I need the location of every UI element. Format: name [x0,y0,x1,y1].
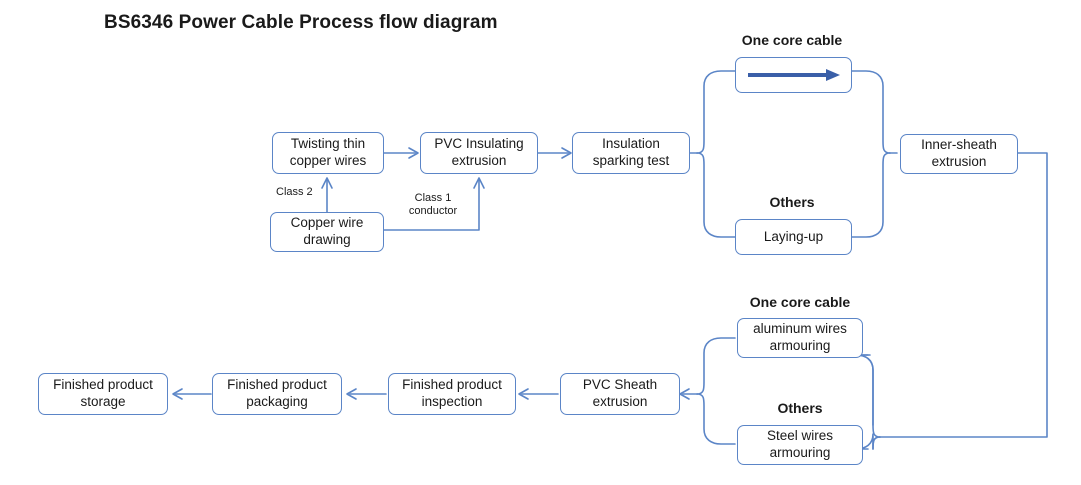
node-label: Copper wire drawing [290,215,364,247]
page-title: BS6346 Power Cable Process flow diagram [104,12,498,33]
group-label-others-bottom: Others [777,400,823,416]
node-label: Twisting thin copper wires [289,136,367,168]
node-label: Laying-up [763,228,824,244]
group-label-one-core-cable-top: One core cable [741,32,843,48]
node-finished-product-storage[interactable]: Finished product storage [38,373,168,415]
node-pvc-sheath-extrusion[interactable]: PVC Sheath extrusion [560,373,680,415]
node-aluminum-wires-armouring[interactable]: aluminum wires armouring [737,318,863,358]
node-label: Insulation sparking test [592,136,670,168]
node-steel-wires-armouring[interactable]: Steel wires armouring [737,425,863,465]
node-label: aluminum wires armouring [753,321,847,353]
node-twisting-thin-copper-wires[interactable]: Twisting thin copper wires [272,132,384,174]
node-insulation-sparking-test[interactable]: Insulation sparking test [572,132,690,174]
node-inner-sheath-extrusion[interactable]: Inner-sheath extrusion [900,134,1018,174]
group-label-others-top: Others [769,194,815,210]
node-label: PVC Sheath extrusion [582,377,658,409]
edge-label-class-2: Class 2 [276,186,313,198]
node-label: Steel wires armouring [766,428,834,460]
node-copper-wire-drawing[interactable]: Copper wire drawing [270,212,384,252]
node-label: Finished product inspection [402,377,502,409]
node-finished-product-packaging[interactable]: Finished product packaging [212,373,342,415]
node-laying-up[interactable]: Laying-up [735,219,852,255]
node-pvc-insulating-extrusion[interactable]: PVC Insulating extrusion [420,132,538,174]
group-label-one-core-cable-bottom: One core cable [749,294,851,310]
edge-label-class-1-conductor: Class 1 conductor [408,192,458,218]
node-finished-product-inspection[interactable]: Finished product inspection [388,373,516,415]
node-label: Finished product storage [53,377,153,409]
right-arrow-icon [746,68,842,82]
node-label: Inner-sheath extrusion [921,137,997,169]
node-one-core-cable-passthrough[interactable] [735,57,852,93]
node-label: PVC Insulating extrusion [434,136,524,168]
node-label: Finished product packaging [227,377,327,409]
